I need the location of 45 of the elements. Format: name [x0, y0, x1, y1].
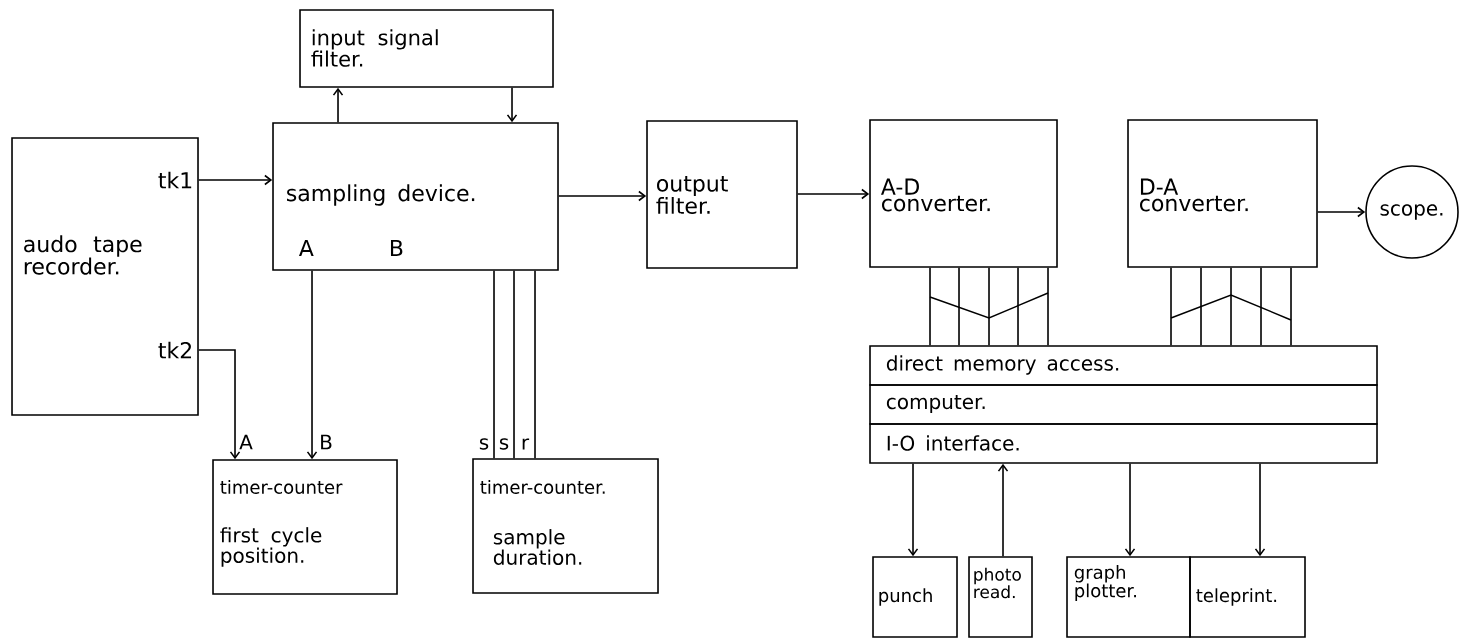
computer-band: computer.: [869, 384, 1378, 425]
port-label: B: [321, 434, 332, 450]
sampling-box: sampling device. A B: [272, 122, 559, 271]
converter-box: A-D converter.: [869, 119, 1058, 268]
arrow: [1124, 463, 1136, 557]
port-label: A: [239, 434, 253, 450]
connector-line: [929, 267, 931, 346]
memory-band: direct memory access.: [869, 345, 1378, 386]
filter-box: input signal filter.: [299, 9, 554, 88]
connector-line: [1260, 267, 1262, 346]
connector-line: [513, 270, 515, 459]
connector-line: [1017, 267, 1019, 346]
connector-line: [958, 267, 960, 346]
converter-box: D-A converter.: [1127, 119, 1318, 268]
arrow: [558, 190, 647, 202]
arrow: [997, 463, 1009, 557]
connector-line: [988, 267, 990, 346]
device-box: teleprint.: [1189, 556, 1306, 638]
connector-line: [1170, 267, 1172, 346]
counter-box: timer-counter first cycle position.: [212, 459, 398, 595]
arrow: [1317, 206, 1366, 218]
connector-line: [1290, 267, 1292, 346]
arrow: [907, 463, 919, 557]
counter-box: timer-counter. sample duration.: [472, 458, 659, 594]
port-label: s: [479, 438, 489, 450]
connector-line: [1047, 267, 1049, 346]
filter-box: output filter.: [646, 120, 798, 269]
arrow: [506, 87, 518, 123]
port-label: s: [499, 438, 509, 450]
device-box: photo read.: [968, 556, 1033, 638]
connector-line: [1230, 267, 1232, 346]
port-label: r: [522, 438, 530, 450]
arrow: [1254, 463, 1266, 557]
arrow: [306, 270, 318, 460]
arrow: [797, 188, 870, 200]
recorder-box: tk1 audo tape recorder. tk2: [11, 137, 199, 416]
connector-line: [493, 270, 495, 459]
device-box: punch: [872, 556, 958, 638]
connector-line: [1200, 267, 1202, 346]
interface-band: I-O interface.: [869, 423, 1378, 464]
arrow: [332, 87, 344, 123]
connector-line: [534, 270, 536, 459]
device-box: graph plotter.: [1066, 556, 1191, 638]
arrow: [198, 174, 273, 186]
arrow: [198, 349, 241, 460]
